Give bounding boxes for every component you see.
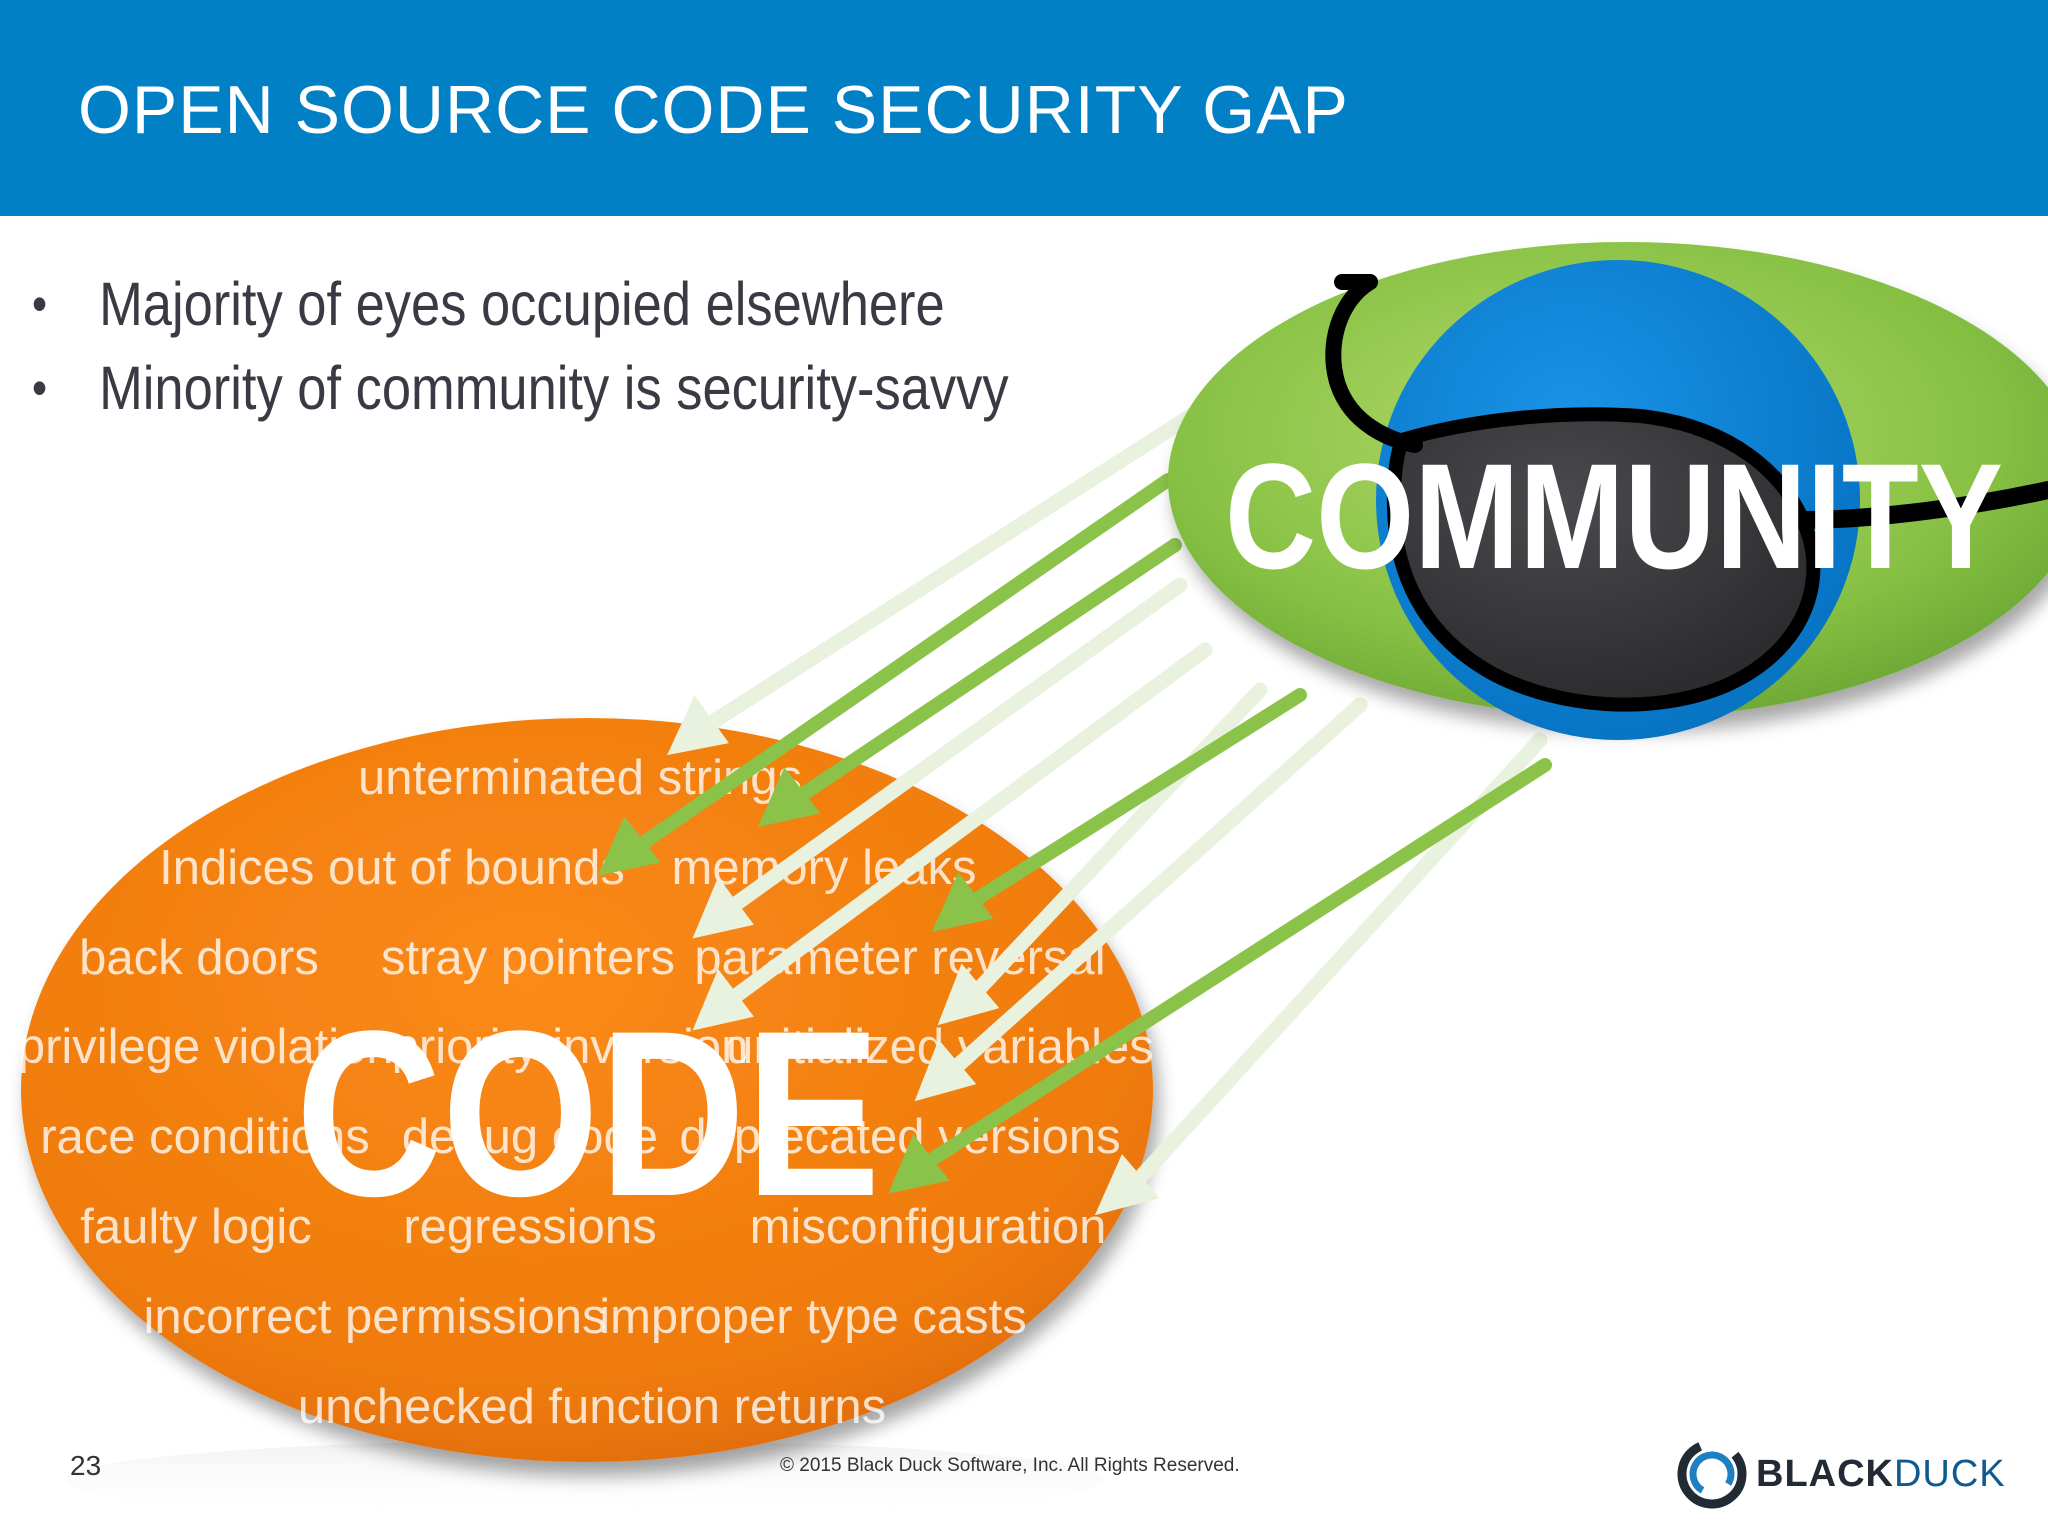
code-issue-label: faulty logic — [80, 1200, 312, 1254]
blackduck-logo: BLACKDUCK — [1674, 1439, 2005, 1510]
page-number: 23 — [70, 1450, 102, 1481]
code-issue-label: improper type casts — [599, 1290, 1027, 1344]
code-issue-label: Indices out of bounds — [159, 841, 625, 895]
code-issue-label: back doors — [79, 931, 319, 985]
bullet-dot-icon: • — [32, 276, 48, 332]
green-arrows — [598, 473, 1552, 1194]
green-arrow — [758, 538, 1182, 827]
logo-text-bold: BLACK — [1756, 1453, 1894, 1495]
faint-arrow — [937, 682, 1268, 1026]
code-issue-label: stray pointers — [381, 931, 675, 985]
code-issue-label: privilege violations — [18, 1020, 418, 1074]
eyepatch-strap-right — [1791, 481, 2048, 529]
eyepatch-strap-left — [1325, 274, 1423, 453]
faint-arrow — [692, 577, 1188, 939]
bullet-text: Majority of eyes occupied elsewhere — [99, 270, 945, 338]
code-issue-label: race conditions — [40, 1110, 370, 1164]
logo-text-light: DUCK — [1893, 1453, 2006, 1495]
green-arrow — [888, 758, 1552, 1194]
title-bar: OPEN SOURCE CODE SECURITY GAP — [0, 0, 2048, 216]
code-issue-label: incorrect permissions — [144, 1290, 607, 1344]
faint-arrow — [667, 402, 1208, 756]
slide-title: OPEN SOURCE CODE SECURITY GAP — [78, 72, 1349, 148]
green-arrow — [932, 688, 1307, 932]
code-issue-label: deprecated versions — [679, 1110, 1120, 1164]
blackduck-logo-icon — [1677, 1439, 1747, 1509]
bullet-dot-icon: • — [32, 360, 48, 416]
bullet-list: • Majority of eyes occupied elsewhere • Mi… — [32, 262, 1168, 430]
faint-arrow — [914, 697, 1368, 1102]
bullet-text: Minority of community is security-savvy — [99, 354, 1009, 422]
code-reflection — [65, 1440, 1105, 1520]
code-issue-label: misconfiguration — [750, 1200, 1107, 1254]
community-label: COMMUNITY — [1225, 432, 2003, 600]
blackduck-logo-text: BLACKDUCK — [1756, 1453, 2006, 1496]
faint-arrow — [692, 642, 1213, 1031]
copyright-text: © 2015 Black Duck Software, Inc. All Rig… — [780, 1455, 1240, 1476]
bullet-item: • Minority of community is security-savvy — [32, 346, 1009, 430]
code-label: CODE — [296, 982, 881, 1246]
green-arrow — [598, 473, 1175, 876]
code-issue-label: unchecked function returns — [298, 1380, 886, 1434]
bullet-item: • Majority of eyes occupied elsewhere — [32, 262, 1009, 346]
eye-pupil — [1386, 407, 1821, 712]
code-issue-label: debug code — [402, 1110, 658, 1164]
code-issue-label: regressions — [403, 1200, 656, 1254]
code-issues: unterminated strings Indices out of boun… — [18, 751, 1154, 1434]
code-issue-label: priority inversion — [392, 1020, 749, 1074]
community-eye — [1168, 242, 2048, 740]
